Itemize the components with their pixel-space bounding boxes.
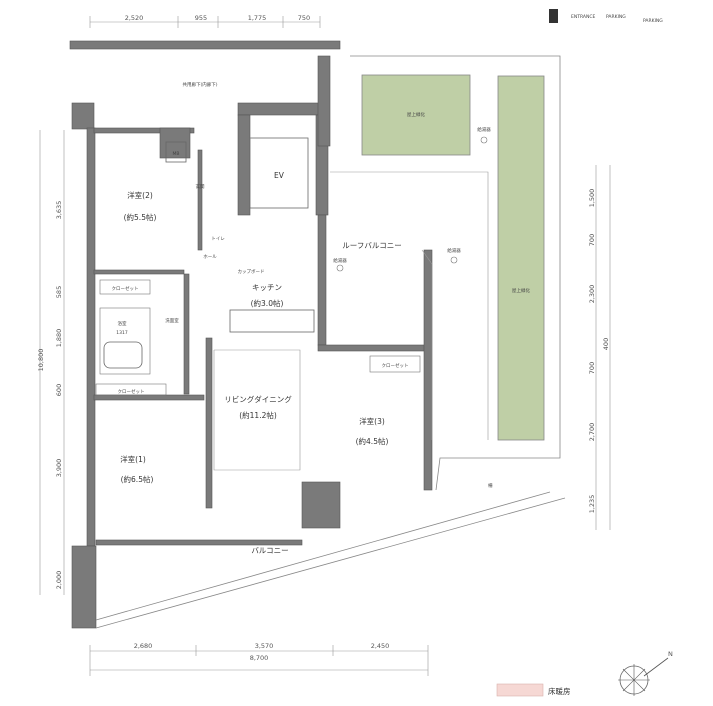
floor-heating-label: 床暖房 (548, 686, 571, 696)
western2-name: 洋室(2) (127, 190, 153, 200)
mb-label: MB (173, 151, 180, 157)
compass-north-icon: N (618, 650, 673, 696)
top-dim-1: 2,520 (125, 14, 144, 22)
cupboard-label: カップボード (238, 268, 265, 275)
top-dim-3: 1,775 (248, 14, 267, 22)
bottom-dimension-line: 2,680 3,570 2,450 8,700 (89, 642, 429, 676)
top-dimension-line: 2,520 955 1,775 750 (89, 14, 321, 28)
bottom-dim-2: 3,570 (255, 642, 274, 650)
western3-name: 洋室(3) (359, 416, 385, 426)
parking-text: PARKING (606, 14, 626, 20)
garden-top-label: 屋上緑化 (407, 111, 425, 118)
legend: 床暖房 (496, 683, 571, 697)
floor-heating-swatch (496, 683, 544, 697)
western1-name: 洋室(1) (120, 454, 146, 464)
right-dimension-line: 1,500 700 2,300 400 700 2,700 1,235 (588, 165, 611, 530)
right-dim-4: 400 (602, 338, 610, 350)
kitchen-name: キッチン (252, 283, 282, 292)
left-total-dim: 10,800 (37, 349, 45, 372)
right-dim-1: 1,500 (588, 189, 596, 208)
corridor-label: 共用廊下(内廊下) (182, 81, 217, 88)
bottom-total-dim: 8,700 (250, 654, 269, 662)
right-dim-7: 1,235 (588, 495, 596, 514)
roof-gardens: 屋上緑化 屋上緑化 ルーフバルコニー 給湯器 給湯器 給湯器 柵 (330, 55, 561, 491)
entrance-badge-icon (549, 9, 558, 23)
washroom-label: 洗面室 (165, 317, 179, 324)
room-labels: 洋室(2) (約5.5帖) MB 玄関 トイレ ホール カップボード キッチン … (95, 141, 421, 555)
right-dim-3: 2,300 (588, 285, 596, 304)
closet-label-3: クローゼット (382, 362, 409, 369)
corridor-area: 共用廊下(内廊下) (69, 40, 341, 88)
western3-size: (約4.5帖) (356, 436, 389, 446)
ev-label: EV (274, 171, 285, 180)
top-dim-2: 955 (195, 14, 207, 22)
western1-size: (約6.5帖) (121, 474, 154, 484)
left-dim-4: 600 (55, 384, 63, 396)
living-size: (約11.2帖) (239, 410, 277, 420)
closet-label-2: クローゼット (112, 285, 139, 292)
living-name: リビングダイニング (224, 394, 292, 404)
left-dim-6: 2,000 (55, 571, 63, 590)
apartment-walls: EV (71, 55, 566, 629)
closet-label-1: クローゼット (118, 388, 145, 395)
balcony-label: バルコニー (251, 546, 288, 555)
bath-name: 浴室 (118, 320, 127, 327)
right-dim-5: 700 (588, 362, 596, 374)
parking-text-2: PARKING (643, 18, 663, 24)
roof-balcony-label: ルーフバルコニー (342, 241, 401, 250)
garden-side-label: 屋上緑化 (512, 287, 530, 294)
fence-label: 柵 (488, 482, 493, 489)
bottom-dim-1: 2,680 (134, 642, 153, 650)
left-dim-2: 585 (55, 286, 63, 298)
entrance-text: ENTRANCE (571, 14, 595, 20)
bath-size: 1317 (116, 330, 128, 336)
compass-label: N (668, 650, 673, 658)
left-dim-5: 3,900 (55, 459, 63, 478)
top-dim-4: 750 (298, 14, 310, 22)
ac-unit-3: 給湯器 (333, 257, 347, 264)
entrance-parking-header: ENTRANCE PARKING PARKING (549, 9, 663, 24)
western2-size: (約5.5帖) (124, 212, 157, 222)
left-dim-3: 1,880 (55, 329, 63, 348)
bottom-dim-3: 2,450 (371, 642, 390, 650)
entrance-label: 玄関 (196, 183, 205, 190)
ac-unit-2: 給湯器 (447, 247, 461, 254)
left-dim-1: 3,635 (55, 201, 63, 220)
ac-unit-1: 給湯器 (477, 126, 491, 133)
left-dimension-line: 10,800 3,635 585 1,880 600 3,900 2,000 (37, 130, 65, 595)
right-dim-6: 2,700 (588, 423, 596, 442)
right-dim-2: 700 (588, 234, 596, 246)
hall-label: ホール (203, 254, 217, 260)
toilet-label: トイレ (211, 237, 225, 242)
kitchen-size: (約3.0帖) (251, 298, 284, 308)
